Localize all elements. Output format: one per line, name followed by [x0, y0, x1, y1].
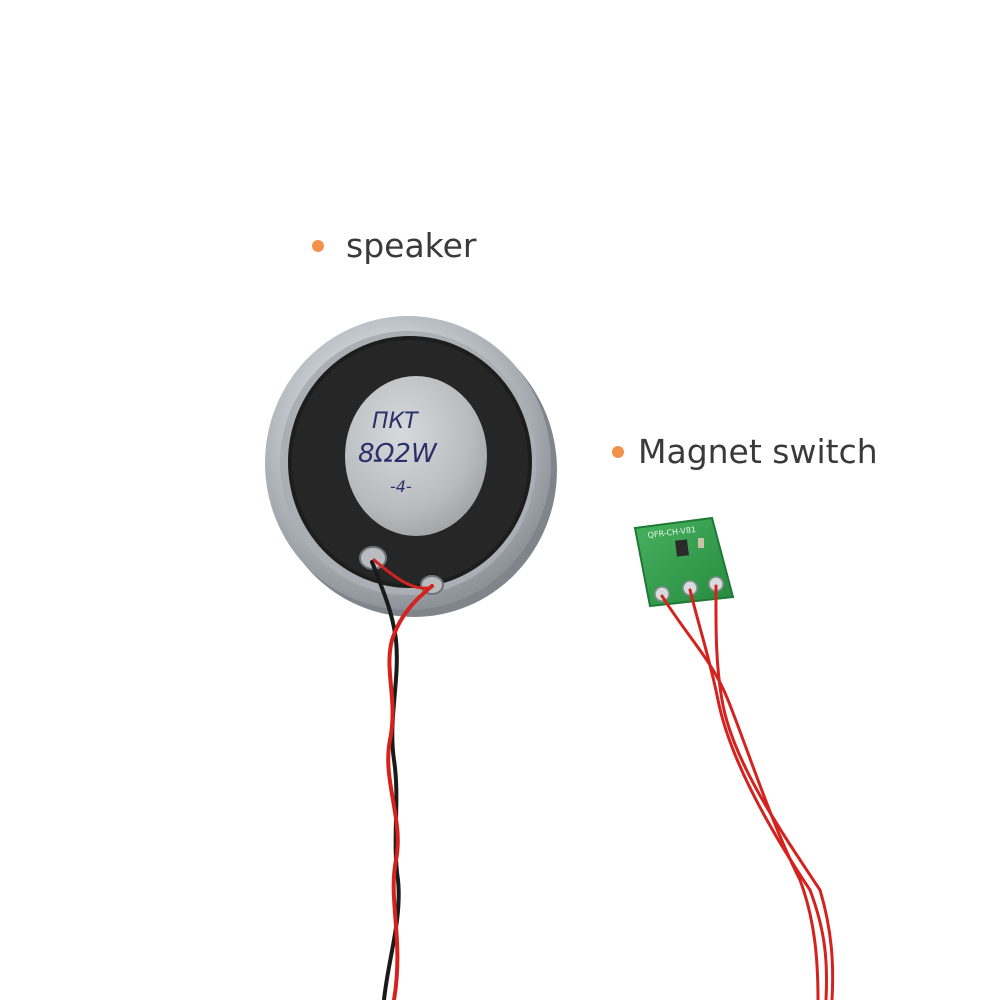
switch-wire-1 — [660, 594, 820, 1000]
pcb-pad-1 — [654, 586, 670, 602]
cap-marking-line3: -4- — [390, 477, 412, 496]
speaker-center-cap — [345, 376, 487, 536]
pcb-chip — [675, 539, 689, 557]
speaker-callout: speaker — [312, 226, 476, 265]
magnet-switch-label: Magnet switch — [638, 432, 878, 471]
switch-wire-2 — [688, 588, 829, 1000]
speaker-wires — [370, 558, 434, 1000]
magnet-switch-callout: Magnet switch — [612, 432, 878, 471]
switch-wires — [660, 584, 835, 1000]
speaker-wire-loop — [372, 558, 430, 590]
speaker-wire-red — [386, 584, 434, 1000]
speaker-label: speaker — [346, 226, 477, 265]
pcb-component — [698, 538, 704, 548]
speaker-icon: ПКТ 8Ω2W -4- — [265, 316, 557, 617]
bullet-dot-icon — [312, 239, 324, 252]
cap-marking-line1: ПКТ — [372, 409, 419, 434]
bullet-dot-icon — [612, 445, 624, 458]
switch-wire-3 — [714, 584, 835, 1000]
pcb-switch-icon: QFR-CH-V81 — [633, 516, 735, 608]
cap-marking-line2: 8Ω2W — [358, 439, 438, 469]
speaker-cap-marking: ПКТ 8Ω2W -4- — [358, 409, 438, 496]
